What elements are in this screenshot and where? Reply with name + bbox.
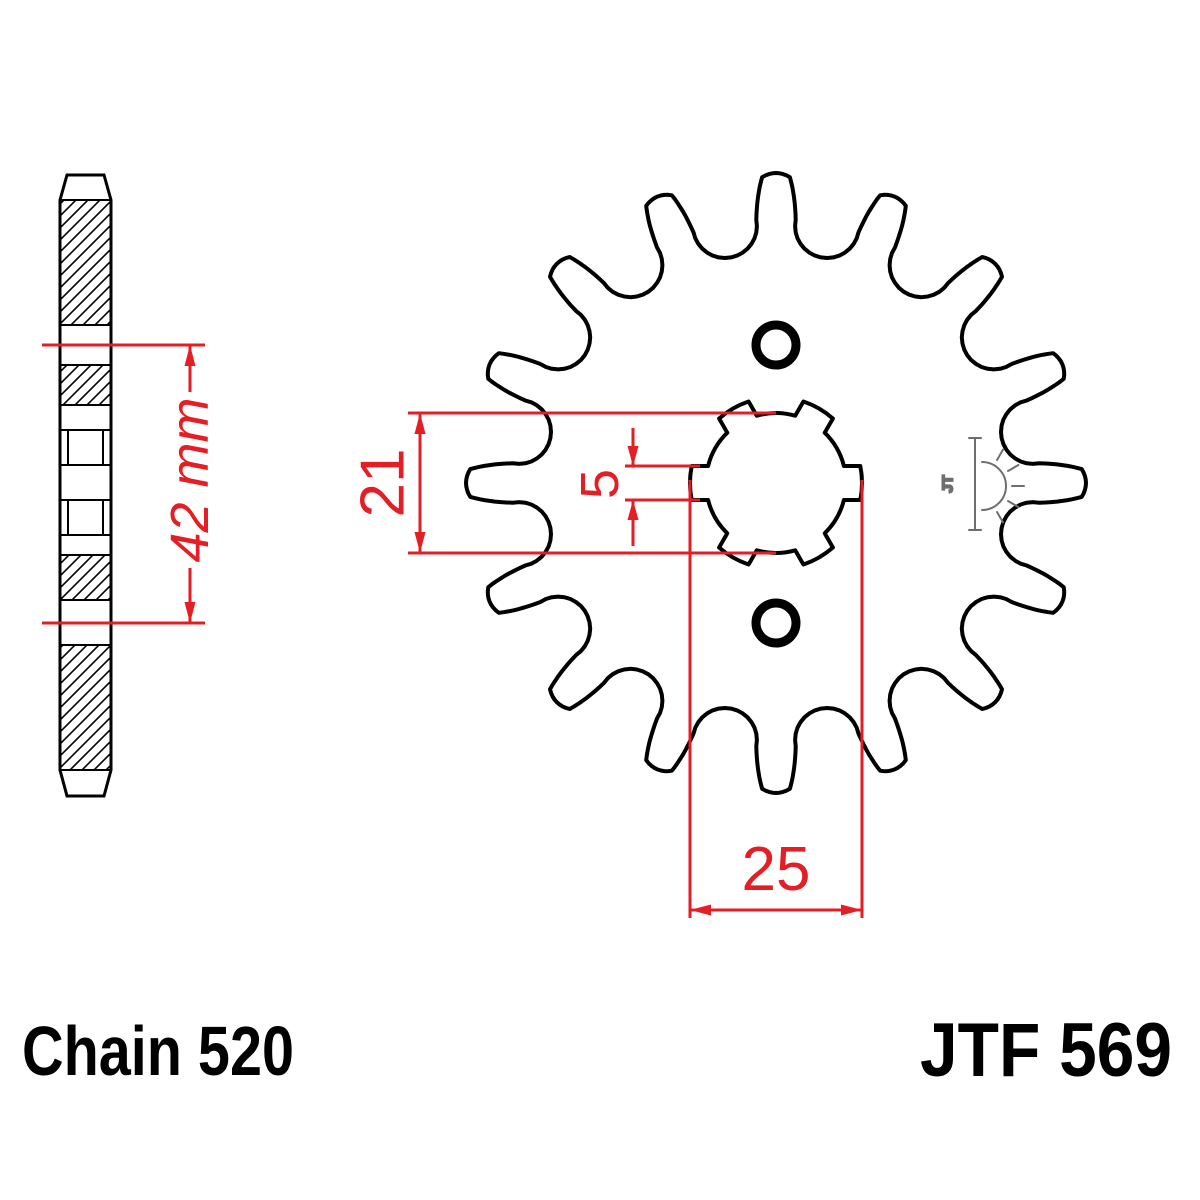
bore-minor-label: 21 (349, 449, 418, 518)
side-view-section-lines (60, 199, 111, 771)
dimension-bore-minor: 21 (349, 411, 776, 555)
dimension-slot-width: 5 (570, 428, 700, 546)
arrowhead-down (414, 532, 426, 553)
hatch-section-hub-upper (61, 365, 110, 405)
arrowhead-right (841, 904, 862, 916)
hatch-section-teeth-upper (61, 200, 110, 325)
front-view: JT (464, 171, 1088, 795)
arrowhead-up (414, 413, 426, 434)
side-view (58, 173, 113, 798)
arrowhead-left (690, 904, 711, 916)
arrowhead-down (184, 602, 196, 623)
arrowhead-up (627, 500, 639, 520)
side-view-body (60, 175, 111, 796)
bolt-spacing-label: 42 mm (160, 397, 220, 562)
bolt-hole-lower (751, 598, 801, 648)
dimension-bolt-spacing: 42 mm (42, 343, 220, 625)
logo-arc (981, 461, 1007, 511)
logo-ray (996, 448, 1004, 461)
part-number-label: JTF 569 (920, 1008, 1172, 1093)
arrowhead-up (184, 345, 196, 366)
hatch-section-hub-lower (61, 555, 110, 600)
side-view-outline (58, 173, 113, 798)
logo-ray (1007, 464, 1020, 472)
hatch-section-teeth-lower (61, 645, 110, 770)
slot-width-label: 5 (570, 469, 630, 499)
jt-logo-icon: JT (939, 437, 1025, 531)
chain-size-label: Chain 520 (22, 1012, 294, 1090)
logo-text: JT (940, 475, 957, 493)
bolt-hole-upper (751, 320, 801, 370)
bore-major-label: 25 (742, 835, 811, 904)
arrowhead-down (627, 446, 639, 466)
logo-ray (1007, 500, 1020, 508)
splined-bore (688, 399, 864, 567)
dimension-bore-major: 25 (688, 480, 864, 918)
logo-ray (996, 511, 1004, 524)
